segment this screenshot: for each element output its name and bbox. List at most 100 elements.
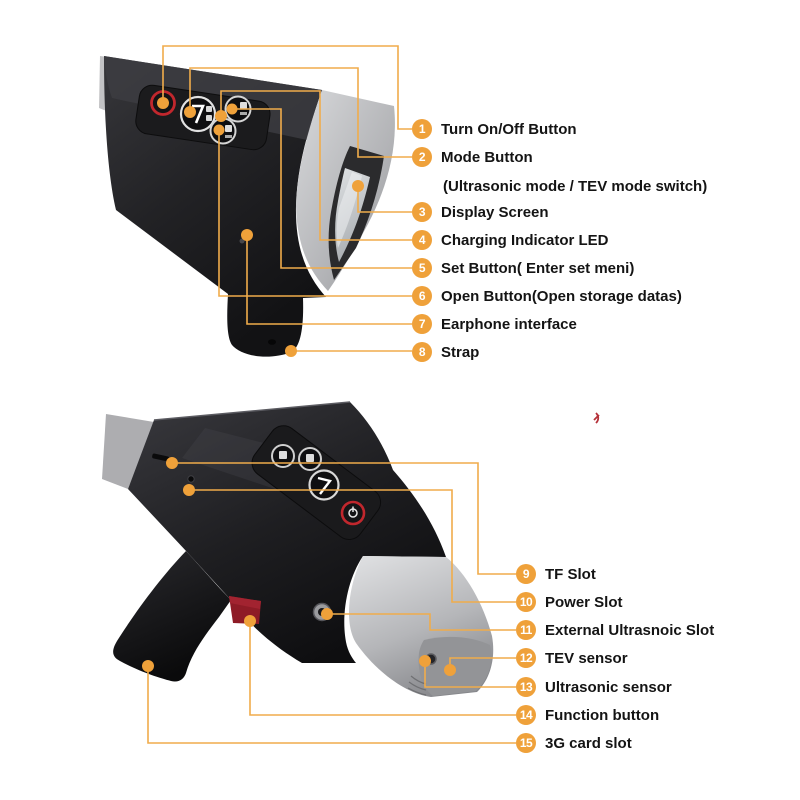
callout-sublabel-mode: (Ultrasonic mode / TEV mode switch) <box>443 178 708 195</box>
device-top-view <box>99 56 395 357</box>
handle-grip <box>113 551 231 682</box>
nose-front-face <box>418 636 492 696</box>
callout-line-7 <box>246 235 412 325</box>
anchor-dot-set-button <box>226 103 238 115</box>
callout-row-8: 8 Strap <box>412 342 479 362</box>
callout-row-13: 13 Ultrasonic sensor <box>516 677 672 697</box>
callout-anchor-dots <box>142 97 456 676</box>
callout-label: Strap <box>441 343 480 361</box>
callout-row-2: 2 Mode Button <box>412 147 533 167</box>
callout-label: Set Button( Enter set meni) <box>441 259 635 277</box>
callout-line-13 <box>424 661 516 688</box>
open-button-icon <box>306 454 314 462</box>
anchor-dot-function-button <box>244 615 256 627</box>
callout-row-1: 1 Turn On/Off Button <box>412 119 577 139</box>
set-button-icon <box>279 451 287 459</box>
callout-number-badge: 2 <box>412 147 432 167</box>
red-mark-artifact <box>593 412 600 424</box>
anchor-dot-tev-sensor <box>444 664 456 676</box>
callout-label: Open Button(Open storage datas) <box>441 287 682 305</box>
callout-label: 3G card slot <box>545 734 632 752</box>
callout-label: Function button <box>545 706 660 724</box>
anchor-dot-display-screen <box>352 180 364 192</box>
body-edge-highlight <box>153 401 351 421</box>
callout-number-badge: 12 <box>516 648 536 668</box>
callout-label: External Ultrasnoic Slot <box>545 621 715 639</box>
display-screen <box>335 168 370 262</box>
callout-number-badge: 14 <box>516 705 536 725</box>
anchor-dot-open-button <box>213 124 225 136</box>
callout-number-badge: 9 <box>516 564 536 584</box>
set-button-icon <box>240 112 247 115</box>
callout-number-badge: 3 <box>412 202 432 222</box>
anchor-dot-power-slot <box>183 484 195 496</box>
callout-number-badge: 6 <box>412 286 432 306</box>
callout-row-3: 3 Display Screen <box>412 202 549 222</box>
callout-label: TF Slot <box>545 565 596 583</box>
callout-number-badge: 13 <box>516 677 536 697</box>
callout-row-4: 4 Charging Indicator LED <box>412 230 609 250</box>
callout-label: Turn On/Off Button <box>441 120 577 138</box>
callout-row-14: 14 Function button <box>516 705 659 725</box>
callout-label: Power Slot <box>545 593 623 611</box>
callout-label: Display Screen <box>441 203 549 221</box>
callout-line-10 <box>189 489 516 603</box>
callout-row-11: 11 External Ultrasnoic Slot <box>516 620 714 640</box>
anchor-dot-mode-button <box>184 106 196 118</box>
callout-number-badge: 4 <box>412 230 432 250</box>
set-button-icon <box>240 102 247 109</box>
callout-label: Ultrasonic sensor <box>545 678 672 696</box>
device-body <box>128 402 446 663</box>
callout-line-5 <box>232 108 412 269</box>
open-button-icon <box>225 125 232 132</box>
callout-line-4 <box>220 90 412 241</box>
mode-button-icon <box>192 104 205 124</box>
callout-row-5: 5 Set Button( Enter set meni) <box>412 258 634 278</box>
callout-line-3 <box>357 186 412 213</box>
rear-gray-edge <box>102 414 154 489</box>
mode-button-mini-icon <box>206 106 212 112</box>
anchor-dot-power-button <box>157 97 169 109</box>
power-slot-hole <box>187 475 195 483</box>
callout-row-7: 7 Earphone interface <box>412 314 577 334</box>
anchor-dot-ultrasonic-sensor <box>419 655 431 667</box>
strap-hole <box>268 339 276 345</box>
callout-line-14 <box>249 621 516 716</box>
callout-line-1 <box>162 45 412 130</box>
anchor-dot-external-ultrasonic <box>321 608 333 620</box>
power-button <box>340 500 366 526</box>
earphone-hole <box>239 238 245 244</box>
callout-number-badge: 11 <box>516 620 536 640</box>
callout-label: Earphone interface <box>441 315 577 333</box>
callout-row-9: 9 TF Slot <box>516 564 596 584</box>
callout-number-badge: 8 <box>412 342 432 362</box>
anchor-dot-earphone <box>241 229 253 241</box>
mode-button-mini-icon <box>206 115 212 121</box>
callout-number-badge: 1 <box>412 119 432 139</box>
callout-number-badge: 15 <box>516 733 536 753</box>
mode-button <box>308 469 340 501</box>
open-button-icon <box>225 135 232 138</box>
tf-slot <box>152 453 170 462</box>
callout-label: Mode Button <box>441 148 533 166</box>
callout-line-15 <box>147 666 516 744</box>
anchor-dot-strap <box>285 345 297 357</box>
callout-row-10: 10 Power Slot <box>516 592 623 612</box>
callout-row-12: 12 TEV sensor <box>516 648 628 668</box>
callout-line-11 <box>327 613 516 631</box>
trigger-highlight <box>229 596 261 609</box>
callout-row-15: 15 3G card slot <box>516 733 632 753</box>
callout-line-9 <box>172 462 516 575</box>
callout-number-badge: 10 <box>516 592 536 612</box>
callout-label: TEV sensor <box>545 649 628 667</box>
anchor-dot-3g-slot <box>142 660 154 672</box>
callout-label: Charging Indicator LED <box>441 231 609 249</box>
callout-line-6 <box>218 130 412 297</box>
callout-number-badge: 5 <box>412 258 432 278</box>
callout-line-2 <box>189 67 412 158</box>
anchor-dot-charging-led <box>215 110 227 122</box>
callout-number-badge: 7 <box>412 314 432 334</box>
